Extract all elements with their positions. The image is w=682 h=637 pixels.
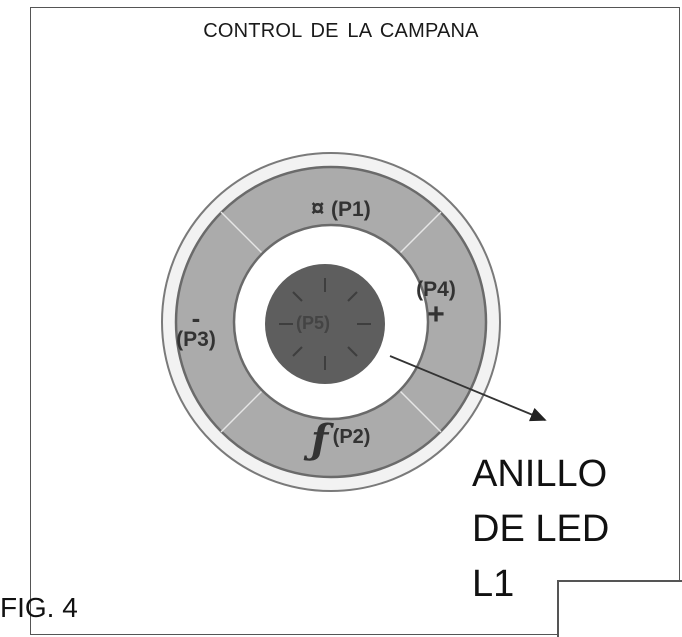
segment-dividers (220, 211, 442, 433)
minus-icon: - (191, 303, 201, 333)
button-p3-label: (P3) (176, 328, 216, 351)
plus-icon: + (427, 298, 445, 331)
button-p2-label: (P2) (332, 426, 371, 448)
diagram-title: CONTROL DE LA CAMPANA (203, 20, 479, 42)
figure-label: FIG. 4 (0, 592, 78, 623)
light-icon: ¤ (311, 195, 325, 222)
button-p4[interactable]: (P4) + (412, 278, 460, 331)
button-p1-label: (P1) (331, 198, 371, 221)
corner-box (557, 580, 682, 637)
callout-line-2: DE LED (472, 508, 610, 550)
function-icon: ƒ (311, 416, 329, 463)
button-p5-label: (P5) (296, 313, 331, 333)
callout-arrow (389, 355, 547, 422)
button-p4-label: (P4) (416, 278, 456, 301)
callout-line-3: L1 (472, 563, 515, 605)
button-p1[interactable]: ¤ (P1) (311, 195, 371, 223)
button-p2[interactable]: ƒ (P2) (311, 416, 370, 463)
center-rays-icon (279, 278, 371, 370)
button-p3[interactable]: - (P3) (168, 303, 224, 352)
callout-line-1: ANILLO (472, 453, 608, 495)
diagram-frame (30, 7, 680, 635)
